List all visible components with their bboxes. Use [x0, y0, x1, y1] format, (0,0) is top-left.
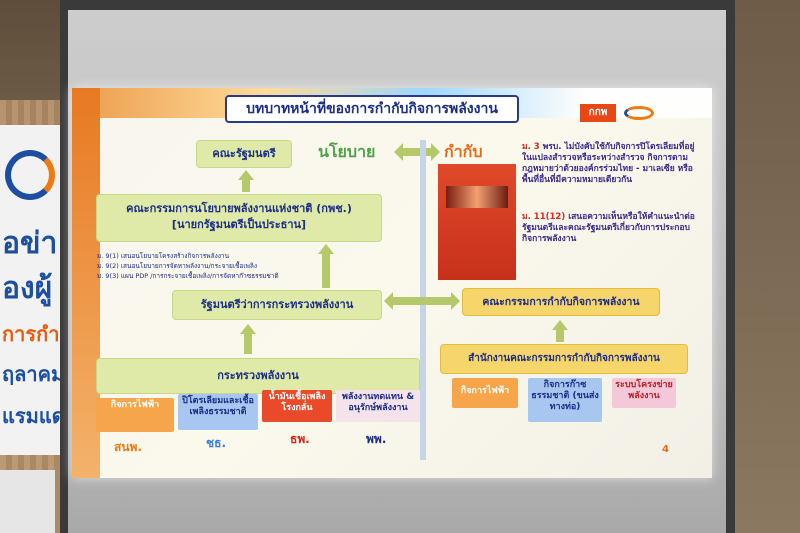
wall-right: [735, 0, 800, 533]
nepc-box: คณะกรรมการนโยบายพลังงานแห่งชาติ (กพช.) […: [96, 194, 382, 242]
arrow-shaft: [322, 254, 330, 288]
law-section-3-text: พรบ. ไม่บังคับใช้กับกิจการปิโตรเลียมที่อ…: [522, 142, 695, 185]
double-arrow-icon: [384, 292, 460, 310]
banner-line-2: องผู้: [2, 271, 53, 306]
note-9-1: ม. 9(1) เสนอนโยบายโครงสร้างกิจการพลังงาน: [97, 252, 230, 260]
nepc-title: คณะกรรมการนโยบายพลังงานแห่งชาติ (กพช.): [126, 202, 352, 215]
banner-line-4: ฤลาคม: [2, 362, 62, 386]
slide-left-strip: [72, 88, 100, 478]
erc-logo: กกพ: [580, 104, 660, 122]
abbr-dede: พพ.: [366, 432, 387, 446]
page-number: 4: [662, 444, 669, 455]
note-9-3: ม. 9(3) แผน PDP /การกระจายเชื้อเพลิง/การ…: [97, 272, 279, 280]
banner-logo-icon: [5, 150, 55, 200]
arrow-up-icon: [318, 244, 334, 254]
table: [0, 470, 55, 533]
abbr-dmf: ชธ.: [206, 436, 227, 450]
ministry-sub-oil: น้ำมันเชื้อเพลิงโรงกลั่น: [262, 390, 332, 422]
arrow-shaft: [242, 180, 250, 192]
arrow-up-icon: [552, 320, 568, 330]
law-section-3: ม. 3 พรบ. ไม่บังคับใช้กับกิจการปิโตรเลีย…: [522, 142, 697, 186]
law-section-11-12: ม. 11(12) เสนอความเห็นหรือให้คำแนะนำต่อร…: [522, 212, 697, 245]
law-book-cover: [438, 164, 516, 280]
nepc-chair: [นายกรัฐมนตรีเป็นประธาน]: [171, 218, 307, 231]
erc-office-box: สำนักงานคณะกรรมการกำกับกิจการพลังงาน: [440, 344, 688, 374]
law-section-11-12-text: เสนอความเห็นหรือให้คำแนะนำต่อรัฐมนตรีและ…: [522, 212, 695, 244]
arrow-shaft: [556, 330, 564, 342]
law-section-3-title: ม. 3: [522, 142, 540, 152]
abbr-eppo: สนพ.: [114, 440, 142, 454]
arrow-up-icon: [240, 324, 256, 334]
banner-line-1: อข่า: [2, 226, 58, 261]
slide-title: บทบาทหน้าที่ของการกำกับกิจการพลังงาน: [225, 95, 519, 123]
arrow-up-icon: [238, 170, 254, 180]
ministry-sub-electricity: กิจการไฟฟ้า: [96, 398, 174, 432]
erc-logo-swoosh-icon: [624, 106, 654, 120]
erc-logo-text: กกพ: [580, 104, 616, 122]
label-policy: นโยบาย: [318, 142, 376, 161]
law-book-image: [446, 186, 508, 208]
double-arrow-icon: [394, 143, 440, 161]
ministry-sub-petroleum: ปิโตรเลียมและเชื้อเพลิงธรรมชาติ: [178, 394, 258, 430]
label-regulate: กำกับ: [444, 142, 483, 161]
banner-line-3: การกำ: [2, 322, 60, 346]
erc-sub-electricity: กิจการไฟฟ้า: [452, 378, 518, 408]
law-section-11-12-title: ม. 11(12): [522, 212, 566, 222]
note-9-2: ม. 9(2) เสนอนโยบายการจัดหาพลังงาน/กระจาย…: [97, 262, 258, 270]
erc-sub-network: ระบบโครงข่ายพลังงาน: [612, 378, 676, 408]
erc-sub-gas: กิจการก๊าซธรรมชาติ (ขนส่งทางท่อ): [528, 378, 602, 422]
arrow-shaft: [244, 334, 252, 354]
cabinet-box: คณะรัฐมนตรี: [196, 140, 292, 168]
ministry-sub-renewable: พลังงานทดแทน & อนุรักษ์พลังงาน: [336, 390, 420, 422]
abbr-doeb: ธพ.: [290, 432, 310, 446]
minister-box: รัฐมนตรีว่าการกระทรวงพลังงาน: [172, 290, 382, 320]
banner-line-5: แรมแด: [2, 404, 62, 428]
erc-box: คณะกรรมการกำกับกิจการพลังงาน: [462, 288, 660, 316]
ministry-box: กระทรวงพลังงาน: [96, 358, 420, 394]
